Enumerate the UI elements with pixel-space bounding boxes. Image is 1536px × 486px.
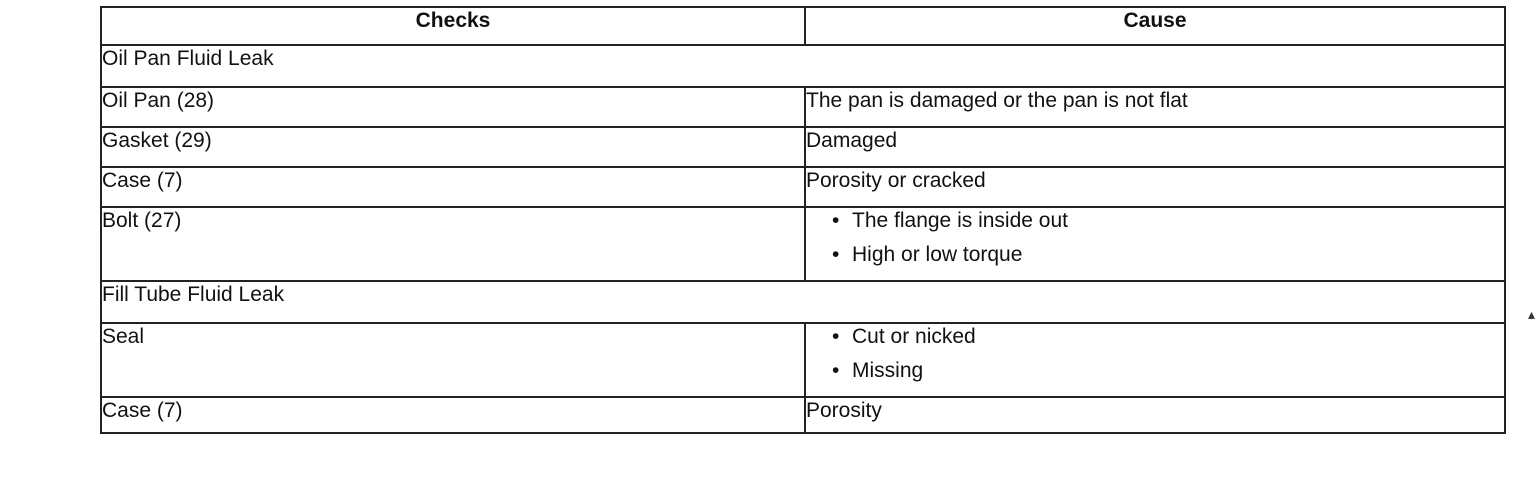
table-row: Gasket (29) Damaged <box>100 126 1506 168</box>
bullet-icon: • <box>832 359 840 382</box>
check-cell: Case (7) <box>100 396 806 434</box>
margin-mark-icon: ▴ <box>1528 306 1536 322</box>
bullet-icon: • <box>832 325 840 348</box>
cause-bullet-list: • The flange is inside out • High or low t… <box>806 208 1504 276</box>
section-title: Fill Tube Fluid Leak <box>100 280 1506 324</box>
diagnostic-table: Checks Cause Oil Pan Fluid Leak Oil Pan … <box>100 6 1506 434</box>
header-checks: Checks <box>100 6 806 46</box>
cause-bullet-text: Missing <box>852 359 924 382</box>
cause-cell: • The flange is inside out • High or low t… <box>804 206 1506 282</box>
cause-cell: Porosity or cracked <box>804 166 1506 208</box>
check-cell: Oil Pan (28) <box>100 86 806 128</box>
cause-bullet: • The flange is inside out <box>832 208 1504 242</box>
cause-cell: Porosity <box>804 396 1506 434</box>
cause-bullet-text: High or low torque <box>852 243 1023 266</box>
section-row: Fill Tube Fluid Leak <box>100 280 1506 324</box>
cause-cell: • Cut or nicked • Missing <box>804 322 1506 398</box>
table-row: Oil Pan (28) The pan is damaged or the p… <box>100 86 1506 128</box>
cause-bullet: • High or low torque <box>832 242 1504 276</box>
table-row: Case (7) Porosity or cracked <box>100 166 1506 208</box>
table-row: Seal • Cut or nicked • Missing <box>100 322 1506 398</box>
bullet-icon: • <box>832 209 840 232</box>
table-row: Bolt (27) • The flange is inside out • Hig… <box>100 206 1506 282</box>
cause-bullet: • Missing <box>832 358 1504 392</box>
cause-bullet-list: • Cut or nicked • Missing <box>806 324 1504 392</box>
check-cell: Bolt (27) <box>100 206 806 282</box>
bullet-icon: • <box>832 243 840 266</box>
cause-cell: Damaged <box>804 126 1506 168</box>
cause-bullet: • Cut or nicked <box>832 324 1504 358</box>
check-cell: Case (7) <box>100 166 806 208</box>
section-row: Oil Pan Fluid Leak <box>100 44 1506 88</box>
table-row: Case (7) Porosity <box>100 396 1506 434</box>
check-cell: Gasket (29) <box>100 126 806 168</box>
header-row: Checks Cause <box>100 6 1506 46</box>
cause-bullet-text: The flange is inside out <box>852 209 1068 232</box>
cause-bullet-text: Cut or nicked <box>852 325 976 348</box>
header-cause: Cause <box>804 6 1506 46</box>
section-title: Oil Pan Fluid Leak <box>100 44 1506 88</box>
cause-cell: The pan is damaged or the pan is not fla… <box>804 86 1506 128</box>
check-cell: Seal <box>100 322 806 398</box>
